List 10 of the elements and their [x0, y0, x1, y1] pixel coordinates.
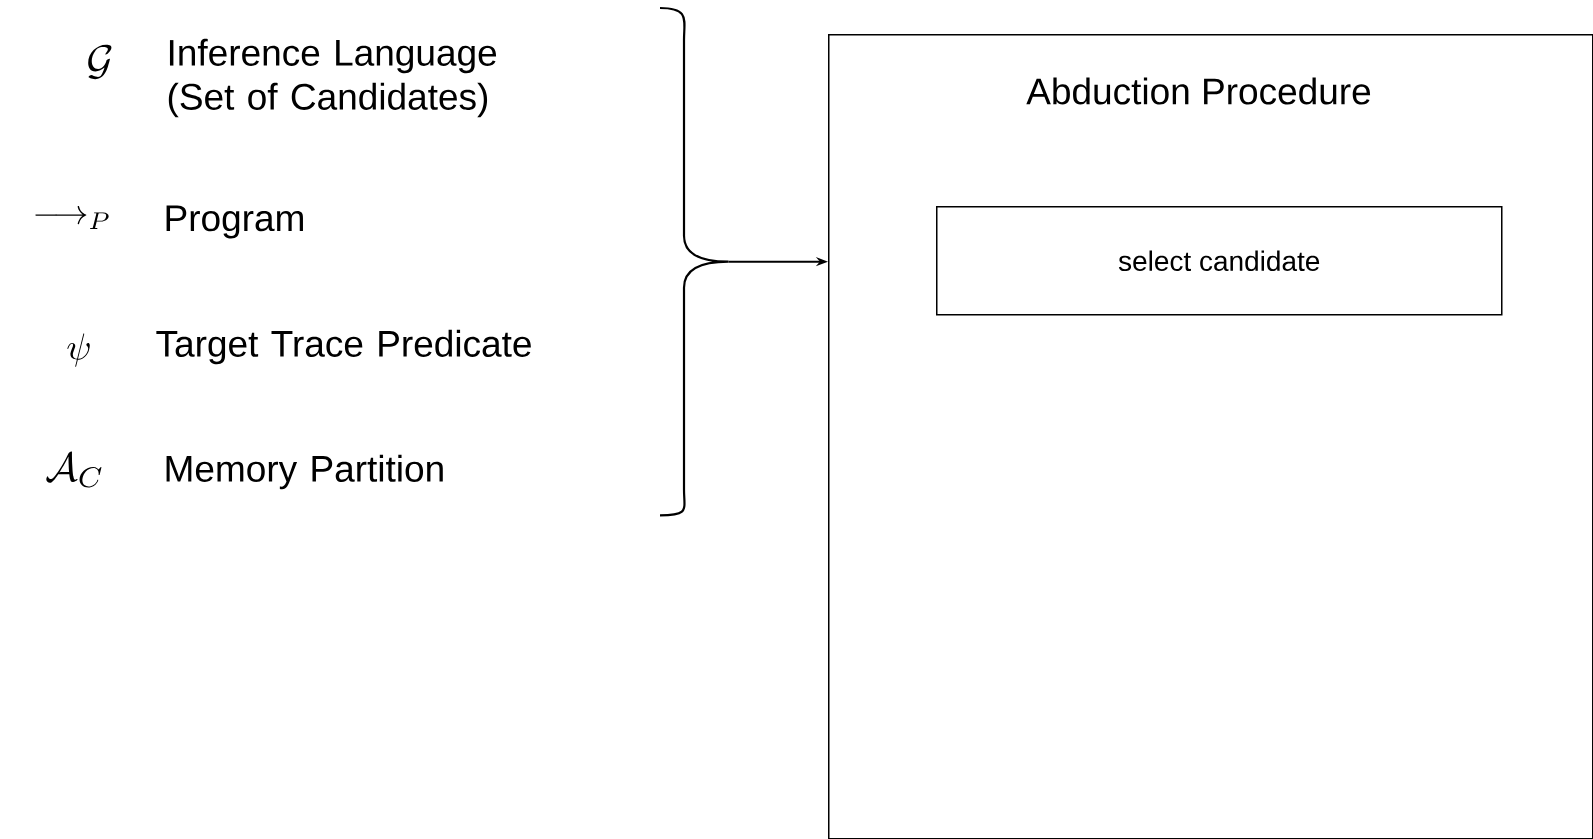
- input-label: Target Trace Predicate: [156, 329, 531, 365]
- math-symbol: $\psi$: [67, 333, 90, 367]
- input-label: Inference Language (Set of Candidates): [168, 38, 497, 118]
- input-label: Program: [166, 205, 303, 239]
- input-label: Memory Partition: [166, 454, 443, 490]
- math-symbol: $\mathcal{A}_{C}$: [46, 451, 102, 488]
- process-box: select candidate: [936, 206, 1503, 316]
- math-symbol: $\longrightarrow_{P}$: [35, 206, 109, 229]
- math-symbol: $\mathcal{G}$: [88, 44, 112, 80]
- brace: [659, 6, 730, 517]
